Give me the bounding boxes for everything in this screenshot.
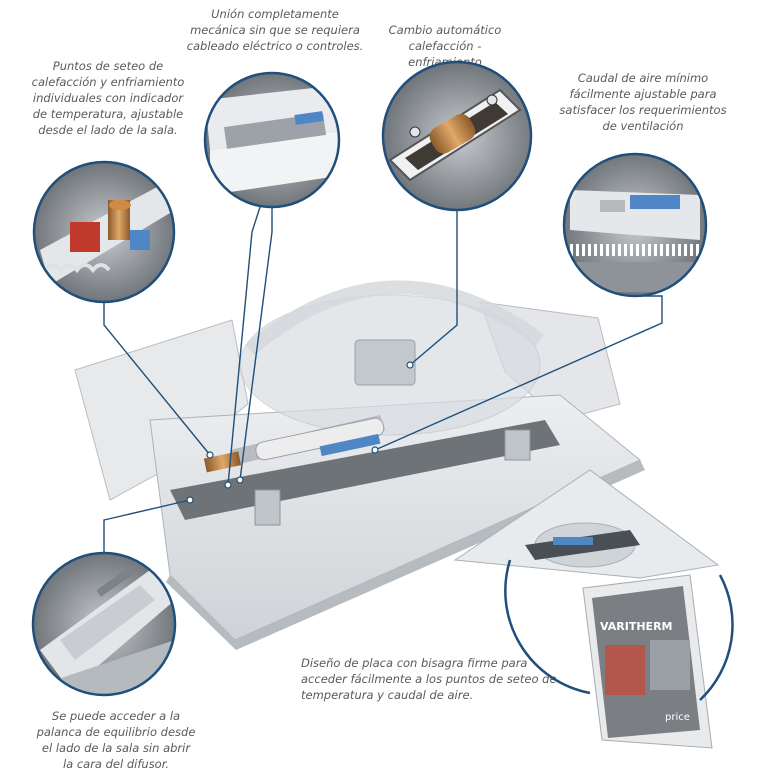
zoom-min-airflow bbox=[562, 152, 708, 298]
callout-mechanical-union: Unión completamente mecánica sin que se … bbox=[186, 7, 364, 53]
callout-min-airflow: Caudal de aire mínimo fácilmente ajustab… bbox=[559, 71, 727, 133]
zoom-balance-lever bbox=[31, 551, 177, 697]
price-logo: price bbox=[665, 712, 690, 723]
spring-assembly bbox=[203, 417, 385, 473]
zoom-mechanical-union bbox=[203, 71, 341, 209]
zoom-hinged-plate bbox=[504, 559, 734, 701]
zoom-set-points bbox=[32, 160, 176, 304]
leader-lines bbox=[103, 206, 663, 553]
hinged-plate-inset: VARITHERM price bbox=[453, 469, 720, 749]
callout-auto-changeover: Cambio automático calefacción - enfriami… bbox=[388, 23, 502, 69]
callout-hinged-plate: Diseño de placa con bisagra firme para a… bbox=[301, 656, 557, 702]
varitherm-brand: VARITHERM bbox=[600, 620, 672, 633]
leader-dots bbox=[186, 361, 414, 504]
callout-set-points: Puntos de seteo de calefacción y enfriam… bbox=[31, 59, 185, 137]
callout-balance-lever: Se puede acceder a la palanca de equilib… bbox=[36, 709, 196, 771]
zoom-auto-changeover bbox=[381, 60, 533, 212]
